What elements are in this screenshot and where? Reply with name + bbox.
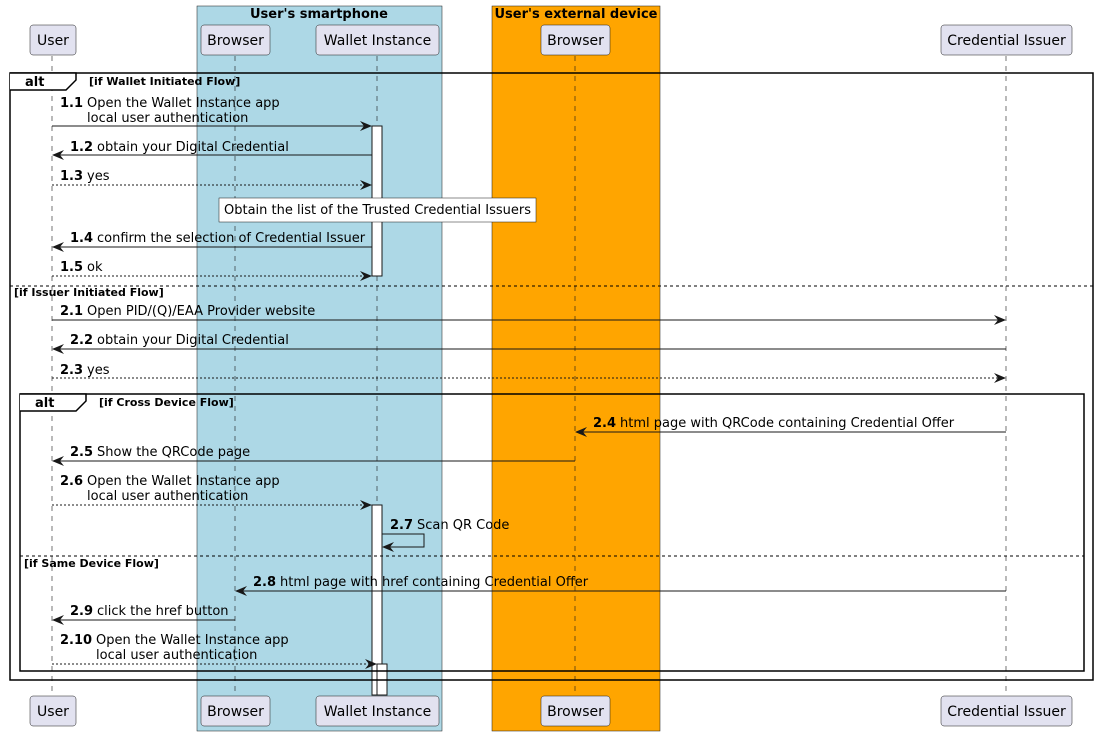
message-2-1: 2.1 Open PID/(Q)/EAA Provider website: [60, 304, 315, 319]
participant-user-top: User: [29, 24, 77, 56]
message-number: 2.2: [70, 333, 93, 348]
participant-wallet-top: Wallet Instance: [315, 24, 440, 56]
message-number: 2.8: [253, 575, 276, 590]
message-text: local user authentication: [87, 489, 248, 504]
alt-else-guard: [if Issuer Initiated Flow]: [14, 286, 164, 299]
alt-guard: [if Cross Device Flow]: [99, 396, 234, 409]
participant-user-bottom: User: [29, 695, 77, 727]
message-text: Open the Wallet Instance app: [96, 633, 289, 648]
participant-label: Credential Issuer: [947, 33, 1066, 49]
message-1-1: 1.1 Open the Wallet Instance app local u…: [60, 96, 280, 126]
message-number: 1.2: [70, 140, 93, 155]
message-text: obtain your Digital Credential: [97, 333, 289, 348]
message-text: yes: [87, 363, 110, 378]
message-number: 2.4: [593, 416, 616, 431]
message-2-2: 2.2 obtain your Digital Credential: [70, 333, 289, 348]
message-text: Open PID/(Q)/EAA Provider website: [87, 304, 315, 319]
message-text: click the href button: [97, 604, 229, 619]
message-text: local user authentication: [96, 648, 257, 663]
external-device-box: [491, 5, 661, 732]
participant-label: User: [37, 33, 69, 49]
message-number: 1.3: [60, 169, 83, 184]
alt-fragment-outer: alt [if Wallet Initiated Flow] [if Issue…: [9, 72, 1094, 681]
participant-label: Browser: [547, 704, 604, 720]
message-number: 2.7: [390, 518, 413, 533]
alt-fragment-inner: alt [if Cross Device Flow] [if Same Devi…: [19, 393, 1085, 672]
message-text: html page with href containing Credentia…: [280, 575, 589, 590]
message-2-10: 2.10 Open the Wallet Instance app local …: [60, 633, 289, 663]
message-text: Scan QR Code: [417, 518, 509, 533]
participant-label: Wallet Instance: [324, 704, 431, 720]
participant-browser-ext-top: Browser: [540, 24, 611, 56]
participant-issuer-bottom: Credential Issuer: [940, 695, 1073, 727]
message-text: Open the Wallet Instance app: [87, 96, 280, 111]
participant-label: Browser: [207, 704, 264, 720]
message-text: ok: [87, 260, 103, 275]
message-number: 2.5: [70, 445, 93, 460]
message-number: 1.4: [70, 231, 93, 246]
message-text: obtain your Digital Credential: [97, 140, 289, 155]
message-text: local user authentication: [87, 111, 248, 126]
participant-browser-phone-bottom: Browser: [200, 695, 271, 727]
note-trusted-issuers: Obtain the list of the Trusted Credentia…: [218, 197, 537, 223]
message-text: confirm the selection of Credential Issu…: [97, 231, 366, 246]
participant-issuer-top: Credential Issuer: [940, 24, 1073, 56]
message-number: 2.3: [60, 363, 83, 378]
note-text: Obtain the list of the Trusted Credentia…: [224, 203, 531, 218]
smartphone-box-title: User's smartphone: [250, 7, 388, 22]
external-device-box-title: User's external device: [495, 7, 658, 22]
participant-wallet-bottom: Wallet Instance: [315, 695, 440, 727]
participant-browser-ext-bottom: Browser: [540, 695, 611, 727]
message-2-9: 2.9 click the href button: [70, 604, 229, 619]
message-number: 2.6: [60, 474, 83, 489]
message-text: Show the QRCode page: [97, 445, 250, 460]
smartphone-box: [196, 5, 443, 732]
message-text: yes: [87, 169, 110, 184]
message-1-2: 1.2 obtain your Digital Credential: [70, 140, 289, 155]
message-2-4: 2.4 html page with QRCode containing Cre…: [593, 416, 955, 431]
alt-keyword: alt: [25, 75, 44, 90]
alt-keyword: alt: [35, 396, 54, 411]
message-2-7: 2.7 Scan QR Code: [390, 518, 509, 533]
message-number: 2.10: [60, 633, 92, 648]
participant-label: Browser: [207, 33, 264, 49]
message-1-3: 1.3 yes: [60, 169, 110, 184]
message-number: 1.1: [60, 96, 83, 111]
message-number: 1.5: [60, 260, 83, 275]
message-2-5: 2.5 Show the QRCode page: [70, 445, 250, 460]
message-2-3: 2.3 yes: [60, 363, 110, 378]
participant-label: Credential Issuer: [947, 704, 1066, 720]
message-number: 2.1: [60, 304, 83, 319]
participant-label: Wallet Instance: [324, 33, 431, 49]
participant-label: User: [37, 704, 69, 720]
message-number: 2.9: [70, 604, 93, 619]
alt-else-guard: [if Same Device Flow]: [24, 557, 159, 570]
message-1-4: 1.4 confirm the selection of Credential …: [70, 231, 366, 246]
participant-browser-phone-top: Browser: [200, 24, 271, 56]
message-text: Open the Wallet Instance app: [87, 474, 280, 489]
participant-label: Browser: [547, 33, 604, 49]
message-text: html page with QRCode containing Credent…: [620, 416, 955, 431]
message-2-8: 2.8 html page with href containing Crede…: [253, 575, 589, 590]
alt-guard: [if Wallet Initiated Flow]: [89, 75, 240, 88]
arrow-2-7: [382, 533, 425, 552]
message-1-5: 1.5 ok: [60, 260, 103, 275]
message-2-6: 2.6 Open the Wallet Instance app local u…: [60, 474, 280, 504]
